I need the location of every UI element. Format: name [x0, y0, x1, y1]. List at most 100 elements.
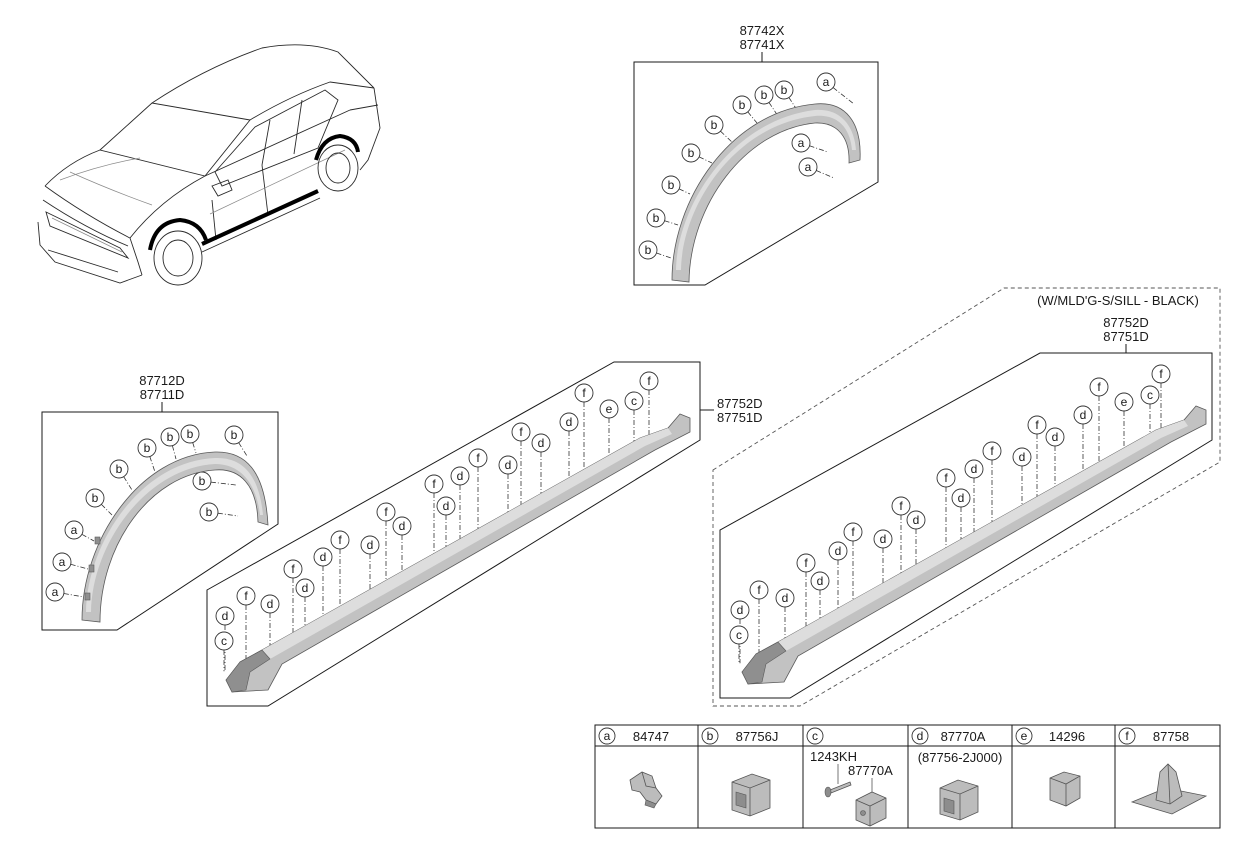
part-number-rh[interactable]: 87712D	[139, 373, 185, 388]
callout-circle	[1151, 364, 1171, 384]
rear-wheel-arch-molding	[314, 133, 360, 161]
callout-circle	[531, 433, 551, 453]
legend-part-number[interactable]: 14296	[1049, 729, 1085, 744]
callout-b: b	[774, 80, 798, 111]
callout-letter: a	[52, 585, 59, 599]
side-sill-molding	[201, 189, 319, 246]
callout-d: d	[775, 588, 795, 639]
rear-tire	[317, 144, 359, 192]
callout-letter: b	[653, 211, 660, 225]
sill-molding-highlight	[778, 420, 1188, 651]
callout-circle	[137, 438, 157, 458]
arch-molding-body	[81, 451, 269, 623]
part-number-lh[interactable]: 87741X	[740, 37, 785, 52]
callout-letter: d	[320, 550, 327, 564]
leader-line	[63, 593, 85, 598]
front-wheel-arch-molding	[81, 451, 269, 623]
legend-part-number[interactable]: 87756J	[736, 729, 779, 744]
legend-part-number[interactable]: 84747	[633, 729, 669, 744]
callout-letter: c	[736, 628, 742, 642]
legend-part-number[interactable]: 87758	[1153, 729, 1189, 744]
callout-circle	[436, 496, 456, 516]
part-number-rh[interactable]: 87752D	[1103, 315, 1149, 330]
callout-letter: b	[167, 430, 174, 444]
callout-circle	[729, 625, 749, 645]
callout-c: c	[624, 391, 644, 443]
callout-b: b	[704, 115, 734, 144]
callout-letter: b	[739, 98, 746, 112]
part-number-rh[interactable]: 87752D	[717, 396, 763, 411]
part-number-rh[interactable]: 87742X	[740, 23, 785, 38]
callout-circle	[936, 468, 956, 488]
legend-column-d: d 87770A (87756-2J000)	[911, 727, 1002, 821]
callout-circle	[224, 425, 244, 445]
front-wheel-arch-molding	[148, 217, 208, 251]
callout-b: b	[754, 85, 779, 117]
callout-letter: d	[913, 513, 920, 527]
legend-key-circle	[598, 727, 616, 745]
door-line-front	[211, 199, 217, 241]
callout-circle	[791, 133, 811, 153]
callout-letter: f	[899, 499, 903, 513]
callout-b: b	[180, 424, 200, 454]
front-corner	[129, 237, 143, 276]
legend-column-b: b 87756J	[701, 727, 779, 817]
headlight-line	[42, 199, 129, 247]
legend-key: e	[1021, 729, 1028, 743]
legend-column-f: f 87758	[1118, 727, 1208, 815]
c-pillar	[293, 99, 303, 155]
callout-circle	[964, 459, 984, 479]
callout-circle	[236, 586, 256, 606]
callout-f: f	[574, 383, 594, 471]
black-sill-panel-frame	[719, 352, 1213, 699]
callout-letter: b	[116, 462, 123, 476]
legend-key-circle	[701, 727, 719, 745]
clip-edge	[1049, 775, 1081, 806]
leader-line	[123, 476, 133, 491]
legend-subpart-screw[interactable]: 1243KH	[810, 749, 857, 764]
callout-letter: b	[231, 428, 238, 442]
clip-body	[1049, 771, 1081, 807]
callout-letter: d	[880, 532, 887, 546]
callout-circle	[64, 520, 84, 540]
part-number-lh[interactable]: 87751D	[717, 410, 763, 425]
callout-letter: b	[199, 474, 206, 488]
part-number-lh[interactable]: 87711D	[140, 387, 185, 402]
callout-circle	[599, 399, 619, 419]
retainer-icon	[731, 773, 771, 817]
legend-part-number[interactable]: 87770A	[941, 729, 986, 744]
clip-tab	[88, 564, 95, 573]
callout-letter: f	[291, 562, 295, 576]
callout-d: d	[559, 412, 579, 479]
callout-circle	[730, 600, 750, 620]
callout-circle	[180, 424, 200, 444]
legend-key: a	[604, 729, 611, 743]
legend-subpart-nut[interactable]: 87770A	[848, 763, 893, 778]
side-sill-panel-frame	[206, 361, 701, 707]
callout-b: b	[85, 488, 113, 516]
callout-letter: f	[432, 477, 436, 491]
callout-c: c	[729, 625, 749, 664]
callout-letter: f	[384, 505, 388, 519]
callout-letter: e	[1121, 395, 1128, 409]
callout-f: f	[843, 522, 863, 601]
callout-letter: a	[823, 75, 830, 89]
retainer-face	[735, 791, 747, 809]
leader-line	[81, 533, 95, 542]
callout-circle	[468, 448, 488, 468]
callout-circle	[360, 535, 380, 555]
callout-letter: b	[781, 83, 788, 97]
callout-letter: b	[144, 441, 151, 455]
part-number-lh[interactable]: 87751D	[1103, 329, 1149, 344]
clip-tower-edge	[1167, 763, 1171, 805]
rear-rim	[325, 152, 351, 184]
callout-letter: e	[606, 402, 613, 416]
leader-line	[101, 504, 113, 516]
callout-letter: d	[958, 491, 965, 505]
callout-letter: d	[538, 436, 545, 450]
callout-b: b	[638, 240, 672, 260]
callout-circle	[160, 427, 180, 447]
